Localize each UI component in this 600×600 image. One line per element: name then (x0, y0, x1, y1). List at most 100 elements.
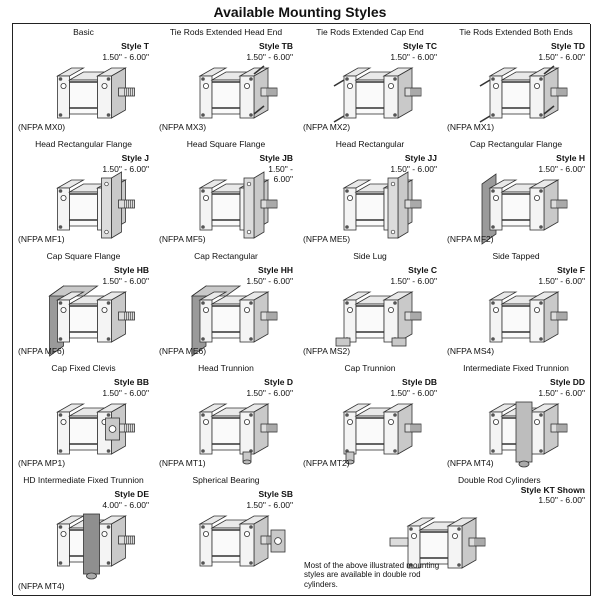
style-code: Style KT Shown (520, 485, 585, 495)
nfpa-code: (NFPA MX0) (18, 122, 66, 132)
style-code: Style H (556, 153, 585, 163)
mounting-style-name: Side Tapped (492, 251, 540, 261)
style-code: Style T (121, 41, 149, 51)
head-rectangular-flange-icon (55, 171, 135, 239)
cap-fixed-clevis-icon (55, 403, 135, 455)
nfpa-code: (NFPA MX2) (303, 122, 351, 132)
bore-size-range: 1.50" - 6.00" (246, 52, 293, 62)
basic-cylinder-icon (55, 67, 135, 119)
cylinder-body (481, 173, 568, 245)
cylinder-body (55, 171, 135, 239)
nfpa-code: (NFPA MT2) (303, 458, 350, 468)
mounting-style-name: Cap Square Flange (46, 251, 121, 261)
bore-size-range: 1.50" - 6.00" (102, 164, 149, 174)
bore-size-range: 1.50" - 6.00" (246, 388, 293, 398)
mounting-style-name: Tie Rods Extended Cap End (316, 27, 424, 37)
style-code: Style HB (114, 265, 149, 275)
tie-rods-extended-head-end-icon (198, 65, 278, 119)
bore-size-range: 1.50" - 6.00" (102, 52, 149, 62)
mounting-style-name: Spherical Bearing (192, 475, 260, 485)
style-code: Style SB (258, 489, 294, 499)
bore-size-range: 1.50" - 6.00" (390, 164, 437, 174)
mounting-style-name: Tie Rods Extended Both Ends (459, 27, 573, 37)
style-code: Style DB (402, 377, 437, 387)
mounting-style-name: Head Square Flange (186, 139, 266, 149)
side-lug-icon (335, 291, 422, 347)
bore-size-range: 4.00" - 6.00" (102, 500, 149, 510)
nfpa-code: (NFPA MX1) (447, 122, 495, 132)
mounting-style-name: Intermediate Fixed Trunnion (463, 363, 569, 373)
mounting-style-name: HD Intermediate Fixed Trunnion (23, 475, 144, 485)
cylinder-body (488, 401, 568, 468)
nfpa-code: (NFPA MX3) (159, 122, 207, 132)
style-code: Style D (264, 377, 293, 387)
nfpa-code: (NFPA MP1) (18, 458, 66, 468)
intermediate-fixed-trunnion-icon (488, 401, 568, 468)
style-code: Style TC (402, 41, 437, 51)
hd-intermediate-fixed-trunnion-icon (55, 513, 135, 580)
bore-size-range: 1.50" - 6.00" (102, 388, 149, 398)
tie-rods-extended-cap-end-icon (333, 67, 422, 123)
cylinder-body (479, 65, 568, 123)
page-title: Available Mounting Styles (213, 4, 387, 20)
cylinder-body (335, 291, 422, 347)
cylinder-body (333, 67, 422, 123)
cap-rectangular-icon (190, 285, 278, 357)
bore-size-range: 1.50" - 6.00" (102, 276, 149, 286)
nfpa-code: (NFPA MF1) (18, 234, 65, 244)
cylinder-body (55, 403, 135, 455)
head-square-flange-icon (198, 171, 278, 239)
nfpa-code: (NFPA MF6) (18, 346, 65, 356)
nfpa-code: (NFPA MT4) (18, 581, 65, 591)
style-code: Style BB (114, 377, 149, 387)
mounting-style-name: Side Lug (353, 251, 387, 261)
cylinder-body (55, 67, 135, 119)
style-code: Style DD (550, 377, 585, 387)
nfpa-code: (NFPA ME5) (303, 234, 351, 244)
bore-size-range: 1.50" - 6.00" (268, 164, 293, 184)
cylinder-body (198, 403, 278, 465)
style-code: Style JB (259, 153, 293, 163)
cylinder-body (198, 171, 278, 239)
mounting-style-name: Head Trunnion (198, 363, 254, 373)
mounting-style-name: Cap Trunnion (344, 363, 396, 373)
tie-rods-extended-both-ends-icon (479, 65, 568, 123)
nfpa-code: (NFPA ME6) (159, 346, 207, 356)
style-code: Style TB (258, 41, 293, 51)
mounting-style-name: Cap Rectangular Flange (469, 139, 563, 149)
double-rod-note: Most of the above illustrated mounting s… (304, 560, 440, 589)
head-rectangular-icon (342, 171, 422, 239)
cap-trunnion-icon (342, 403, 422, 465)
style-code: Style DE (114, 489, 150, 499)
cylinder-body (342, 403, 422, 465)
bore-size-range: 1.50" - 6.00" (538, 52, 585, 62)
bore-size-range: 1.50" - 6.00" (538, 388, 585, 398)
cylinder-body (488, 291, 568, 343)
mounting-style-name: Cap Fixed Clevis (51, 363, 116, 373)
style-code: Style F (557, 265, 585, 275)
bore-size-range: 1.50" - 6.00" (246, 500, 293, 510)
side-tapped-icon (488, 291, 568, 343)
style-code: Style C (408, 265, 437, 275)
double-rod-cylinder-icon (389, 517, 486, 569)
style-code: Style TD (550, 41, 585, 51)
bore-size-range: 1.50" - 6.00" (390, 52, 437, 62)
mounting-style-name: Head Rectangular Flange (35, 139, 132, 149)
cap-rectangular-flange-icon (481, 173, 568, 245)
